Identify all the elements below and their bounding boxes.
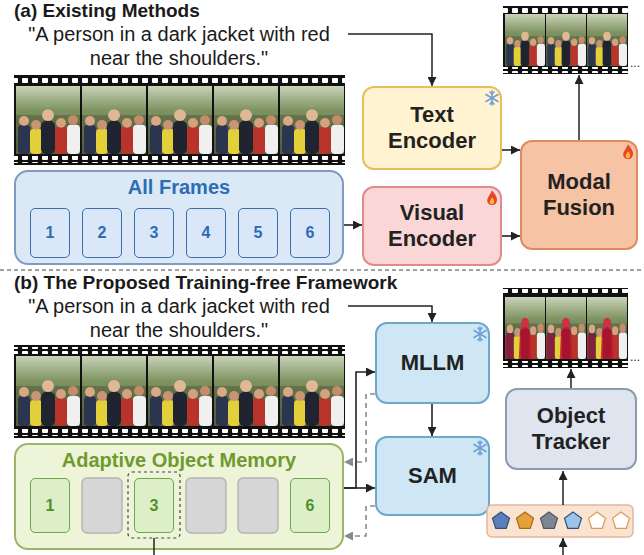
output-strip [503, 288, 628, 368]
prompt-tokens [487, 505, 633, 537]
film-strip [14, 429, 345, 436]
panel-title: (b) The Proposed Training-free Framework [14, 272, 474, 295]
prompt-tokens [487, 505, 633, 537]
prompt-tokens [492, 512, 509, 528]
panel-title: (a) Existing Methods [14, 0, 454, 23]
frame-number: 2 [98, 223, 107, 242]
model-box: MLLM [375, 322, 490, 404]
flow-arrow [502, 149, 520, 151]
ellipsis: ... [630, 350, 640, 364]
film-strip [214, 86, 278, 154]
box-label: SAM [408, 463, 457, 489]
frame-number: 5 [254, 223, 263, 242]
panel-heading: All Frames [16, 175, 342, 199]
panel-heading: Adaptive Object Memory [16, 448, 342, 472]
film-strip [148, 356, 212, 426]
flow-arrow [348, 34, 432, 86]
film-strip [148, 86, 212, 154]
frame-box: 5 [238, 208, 278, 258]
film-strip [16, 86, 80, 154]
flow-arrow [431, 404, 433, 436]
film-strip [14, 156, 345, 163]
flow-arrow [344, 487, 375, 489]
box-label: Object Tracker [515, 403, 627, 456]
encoder-box: Visual Encoder [362, 186, 502, 266]
film-strip [14, 345, 345, 438]
frame-number: 6 [306, 223, 315, 242]
film-strip [14, 75, 345, 165]
film-strip [82, 86, 146, 154]
film-strip [82, 356, 146, 426]
film-strip [14, 75, 345, 165]
output-strip [505, 14, 545, 66]
film-strip [14, 77, 345, 84]
output-strip [587, 297, 627, 359]
flow-arrow [348, 306, 432, 322]
prompt-tokens [564, 512, 581, 528]
output-strip [546, 297, 586, 359]
film-strip [280, 356, 344, 426]
frame-box: 2 [82, 208, 122, 258]
frame-number: 1 [46, 223, 55, 242]
frame-box: 6 [290, 478, 330, 533]
box-label: Text Encoder [372, 102, 492, 155]
box-label: Modal Fusion [530, 169, 628, 222]
frame-box: 3 [134, 478, 174, 533]
box-label: Visual Encoder [372, 200, 492, 253]
output-strip [503, 6, 628, 74]
output-strip [546, 14, 586, 66]
flow-arrow [348, 34, 579, 555]
output-strip [505, 297, 545, 359]
film-strip [280, 86, 344, 154]
frame-box: 6 [290, 208, 330, 258]
prompt-tokens [540, 512, 557, 528]
output-strip [503, 289, 628, 295]
frame-number: 3 [150, 496, 159, 515]
fusion-box: Modal Fusion [520, 140, 638, 250]
frame-number: 1 [46, 496, 55, 515]
prompt-tokens [612, 512, 629, 528]
output-strip [587, 14, 627, 66]
flow-arrow [570, 369, 572, 388]
query-text: "A person in a dark jacket with red near… [14, 22, 344, 70]
film-strip [14, 345, 345, 438]
flow-arrow [562, 538, 564, 555]
output-strip [503, 67, 628, 73]
selected-frame-outline [128, 472, 180, 538]
feedback-arrow [344, 506, 375, 536]
encoder-box: Text Encoder [362, 86, 502, 170]
frame-box: 1 [30, 478, 70, 533]
output-strip [503, 361, 628, 367]
tracker-box: Object Tracker [505, 388, 637, 470]
output-strip [503, 7, 628, 13]
film-strip [214, 356, 278, 426]
frame-box: 4 [186, 208, 226, 258]
flow-arrow [578, 75, 580, 140]
flow-arrow [344, 372, 375, 488]
output-strip [503, 288, 628, 368]
model-box: SAM [375, 436, 490, 516]
prompt-tokens [588, 512, 605, 528]
panel-separator [0, 269, 644, 270]
frame-number: 3 [150, 223, 159, 242]
box-label: MLLM [401, 350, 465, 376]
feedback-arrow [344, 394, 375, 462]
frame-box: 1 [30, 208, 70, 258]
memory-panel: Adaptive Object Memory 1 3 6 [14, 443, 344, 550]
query-text: "A person in a dark jacket with red near… [14, 294, 344, 342]
flow-arrow [502, 235, 520, 237]
prompt-tokens [516, 512, 533, 528]
flow-arrow [562, 471, 564, 505]
frame-box: 3 [134, 208, 174, 258]
output-strip [503, 6, 628, 74]
ellipsis: ... [630, 56, 640, 70]
flow-arrow [344, 224, 362, 226]
frame-number: 4 [202, 223, 211, 242]
frame-number: 6 [306, 496, 315, 515]
frame-panel: All Frames 1 2 3 4 5 6 [14, 170, 344, 265]
film-strip [16, 356, 80, 426]
film-strip [14, 347, 345, 354]
